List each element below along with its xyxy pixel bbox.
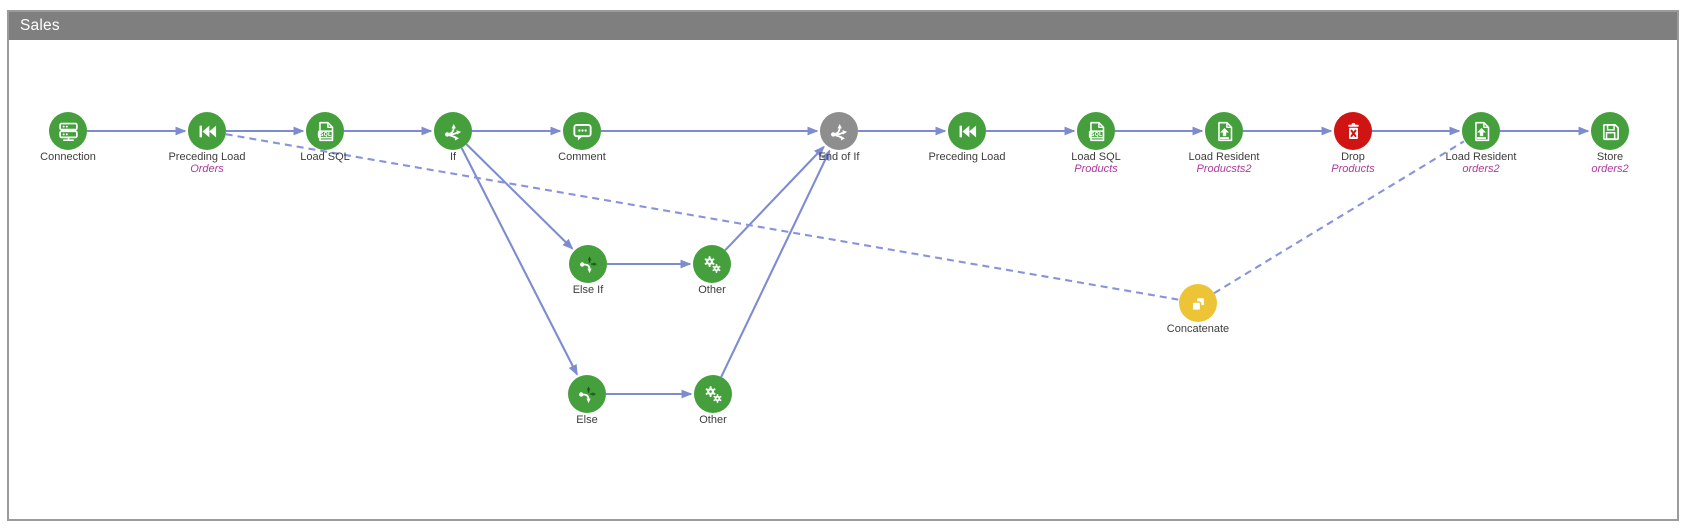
edge-other-1-to-end-of-if — [724, 145, 825, 252]
rewind-icon — [959, 125, 976, 137]
node-comment[interactable] — [563, 112, 601, 150]
rewind-icon — [199, 125, 216, 137]
node-label: Load Resident — [1445, 151, 1517, 163]
node-else[interactable] — [568, 375, 606, 413]
comment-icon — [572, 123, 592, 140]
panel-header: Sales — [9, 12, 1677, 40]
node-connection[interactable] — [49, 112, 87, 150]
branch-icon — [444, 123, 461, 140]
node-else-if[interactable] — [569, 245, 607, 283]
node-sublabel: orders2 — [1591, 162, 1629, 175]
server-icon — [58, 122, 78, 141]
node-sublabel: Orders — [190, 162, 224, 175]
concatenate-icon — [1190, 296, 1206, 311]
edge-concatenate-to-load-resident-2 — [1213, 140, 1465, 294]
node-sublabel: Products — [1074, 162, 1118, 175]
node-load-resident-1[interactable] — [1205, 112, 1243, 150]
svg-text:SQL: SQL — [319, 132, 331, 138]
node-label: End of If — [818, 151, 860, 163]
node-sublabel: Producsts2 — [1196, 162, 1252, 175]
node-sublabel: orders2 — [1462, 162, 1500, 175]
node-label: Drop — [1341, 151, 1365, 163]
edge-preceding-load-1-to-concatenate — [225, 133, 1179, 301]
node-label: Concatenate — [1166, 323, 1230, 335]
node-label: Load SQL — [300, 151, 350, 163]
else-branch-icon — [579, 255, 597, 273]
panel-title: Sales — [20, 17, 60, 34]
sql-file-icon: SQL — [1088, 121, 1104, 141]
edge-if-to-else-if — [465, 143, 574, 250]
else-branch-icon — [578, 385, 596, 403]
gears-icon — [704, 255, 720, 273]
node-label: Preceding Load — [928, 151, 1006, 163]
save-icon — [1602, 123, 1619, 140]
node-other-1[interactable] — [693, 245, 731, 283]
node-label: If — [449, 151, 457, 163]
upload-file-icon — [1217, 121, 1232, 141]
node-label: Preceding Load — [168, 151, 246, 163]
node-label: Other — [698, 284, 726, 296]
trash-icon — [1347, 122, 1359, 139]
node-label: Comment — [558, 151, 606, 163]
node-other-2[interactable] — [694, 375, 732, 413]
node-label: Load SQL — [1071, 151, 1121, 163]
node-if[interactable] — [434, 112, 472, 150]
node-label: Store — [1596, 151, 1624, 163]
node-label: Else If — [572, 284, 604, 296]
node-concatenate[interactable] — [1179, 284, 1217, 322]
node-end-of-if[interactable] — [820, 112, 858, 150]
node-load-sql-2[interactable]: SQL — [1077, 112, 1115, 150]
node-drop[interactable] — [1334, 112, 1372, 150]
gears-icon — [705, 385, 721, 403]
node-label: Other — [699, 414, 727, 426]
node-sublabel: Products — [1331, 162, 1375, 175]
branch-icon — [830, 123, 847, 140]
node-label: Else — [576, 414, 598, 426]
node-store[interactable] — [1591, 112, 1629, 150]
node-preceding-load-2[interactable] — [948, 112, 986, 150]
node-label: Connection — [40, 151, 96, 163]
edge-other-2-to-end-of-if — [720, 149, 831, 378]
svg-text:SQL: SQL — [1090, 132, 1102, 138]
sql-file-icon: SQL — [317, 121, 333, 141]
node-load-resident-2[interactable] — [1462, 112, 1500, 150]
upload-file-icon — [1474, 121, 1489, 141]
node-load-sql-1[interactable]: SQL — [306, 112, 344, 150]
node-label: Load Resident — [1188, 151, 1260, 163]
node-preceding-load-1[interactable] — [188, 112, 226, 150]
edge-if-to-else — [460, 147, 578, 376]
